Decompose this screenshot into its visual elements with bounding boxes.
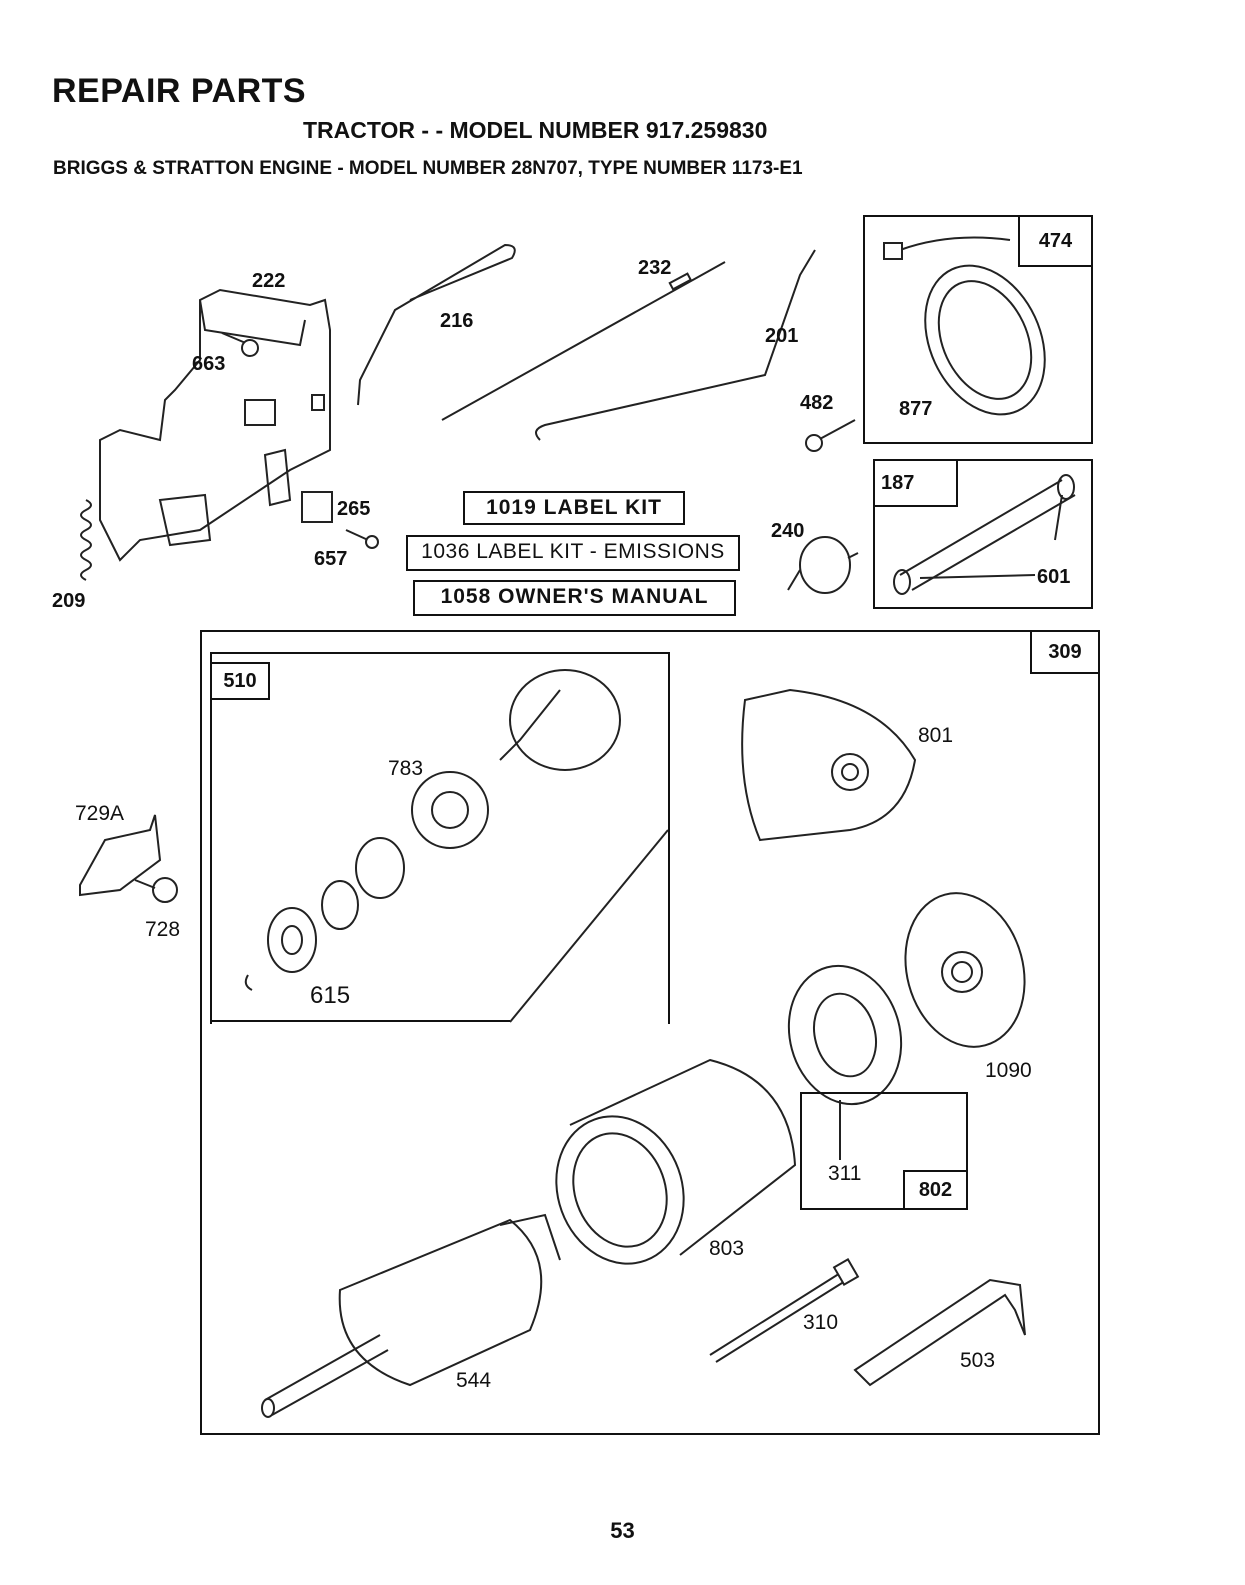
rod-216-drawing — [358, 245, 515, 405]
cable-232-drawing — [442, 262, 725, 420]
label-kit-emissions-box: 1036 LABEL KIT - EMISSIONS — [406, 535, 740, 571]
bolt-482-drawing — [806, 420, 855, 451]
fuel-filter-drawing — [788, 537, 858, 593]
part-label-240: 240 — [771, 520, 804, 543]
part-label-222: 222 — [252, 270, 285, 293]
part-label-209: 209 — [52, 590, 85, 613]
clip-drawing — [302, 492, 332, 522]
part-label-657: 657 — [314, 548, 347, 571]
box-510-tag: 510 — [210, 662, 270, 700]
owners-manual-box: 1058 OWNER'S MANUAL — [413, 580, 736, 616]
part-label-232: 232 — [638, 257, 671, 280]
box-510-frame — [210, 652, 670, 1024]
part-label-728: 728 — [145, 918, 180, 942]
part-label-663: 663 — [192, 353, 225, 376]
part-label-216: 216 — [440, 310, 473, 333]
spring-drawing — [81, 500, 91, 580]
part-label-482: 482 — [800, 392, 833, 415]
part-label-201: 201 — [765, 325, 798, 348]
part-label-265: 265 — [337, 498, 370, 521]
box-309-tag: 309 — [1030, 630, 1100, 674]
part-label-729a: 729A — [75, 802, 124, 826]
bracket-drawing — [100, 290, 330, 560]
bracket-729a-drawing — [80, 815, 177, 902]
page-number: 53 — [0, 1518, 1245, 1544]
box-187-tag: 187 — [873, 459, 958, 507]
box-474-tag: 474 — [1018, 215, 1093, 267]
screw-657-drawing — [346, 530, 378, 548]
label-kit-box: 1019 LABEL KIT — [463, 491, 685, 525]
box-510-bottom — [210, 1020, 510, 1024]
box-802-tag: 802 — [903, 1170, 968, 1210]
